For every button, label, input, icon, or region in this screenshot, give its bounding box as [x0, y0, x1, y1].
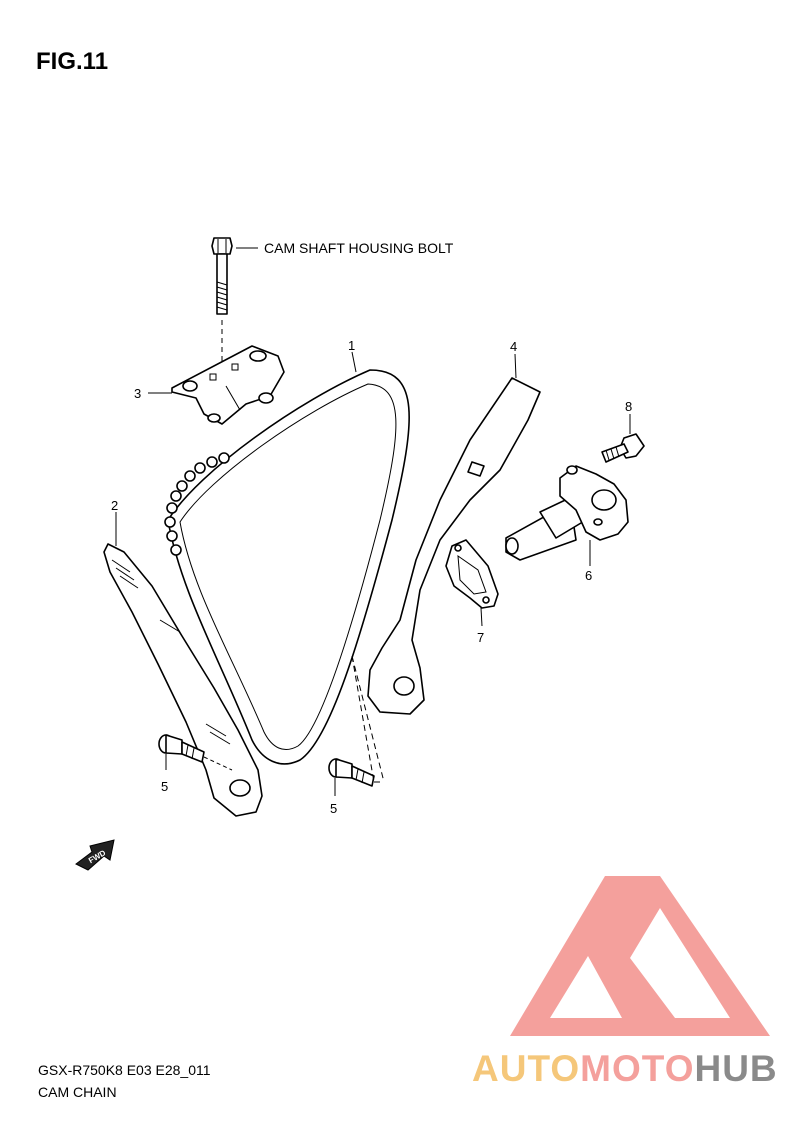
guide-bolt-left: [158, 734, 233, 771]
label-part-7: 7: [477, 630, 484, 645]
cam-chain-guide-front: [367, 377, 541, 715]
wordmark-auto: AUTO: [472, 1048, 581, 1089]
label-part-2: 2: [111, 498, 118, 513]
tensioner-bolt: [601, 433, 645, 463]
label-part-4: 4: [510, 339, 517, 354]
cam-shaft-housing-bracket: [171, 345, 285, 425]
automotohub-logo: [510, 876, 770, 1036]
footer-model-code: GSX-R750K8 E03 E28_011: [38, 1062, 211, 1078]
label-part-5-right: 5: [330, 801, 337, 816]
guide-bolt-right: [328, 758, 375, 787]
figure-title: FIG.11: [36, 48, 109, 75]
chain-links: [164, 452, 230, 556]
logo-triangle-icon: [510, 876, 770, 1036]
automotohub-wordmark: AUTOMOTOHUB: [472, 1048, 778, 1090]
label-part-1: 1: [348, 338, 355, 353]
tensioner-gasket: [445, 539, 499, 609]
callout-cam-shaft-housing-bolt: CAM SHAFT HOUSING BOLT: [264, 240, 454, 256]
alignment-lines: [351, 655, 385, 783]
cam-chain-guide-rear: [103, 543, 263, 817]
wordmark-hub: HUB: [694, 1048, 778, 1089]
cam-chain-tensioner: [505, 465, 629, 561]
cam-shaft-housing-bolt: [211, 237, 233, 420]
footer-caption: CAM CHAIN: [38, 1084, 117, 1100]
wordmark-moto: MOTO: [580, 1048, 695, 1089]
forward-direction-arrow: FWD: [75, 839, 115, 871]
label-part-8: 8: [625, 399, 632, 414]
label-part-6: 6: [585, 568, 592, 583]
label-part-5-left: 5: [161, 779, 168, 794]
cam-chain: [164, 369, 410, 765]
label-part-3: 3: [134, 386, 141, 401]
